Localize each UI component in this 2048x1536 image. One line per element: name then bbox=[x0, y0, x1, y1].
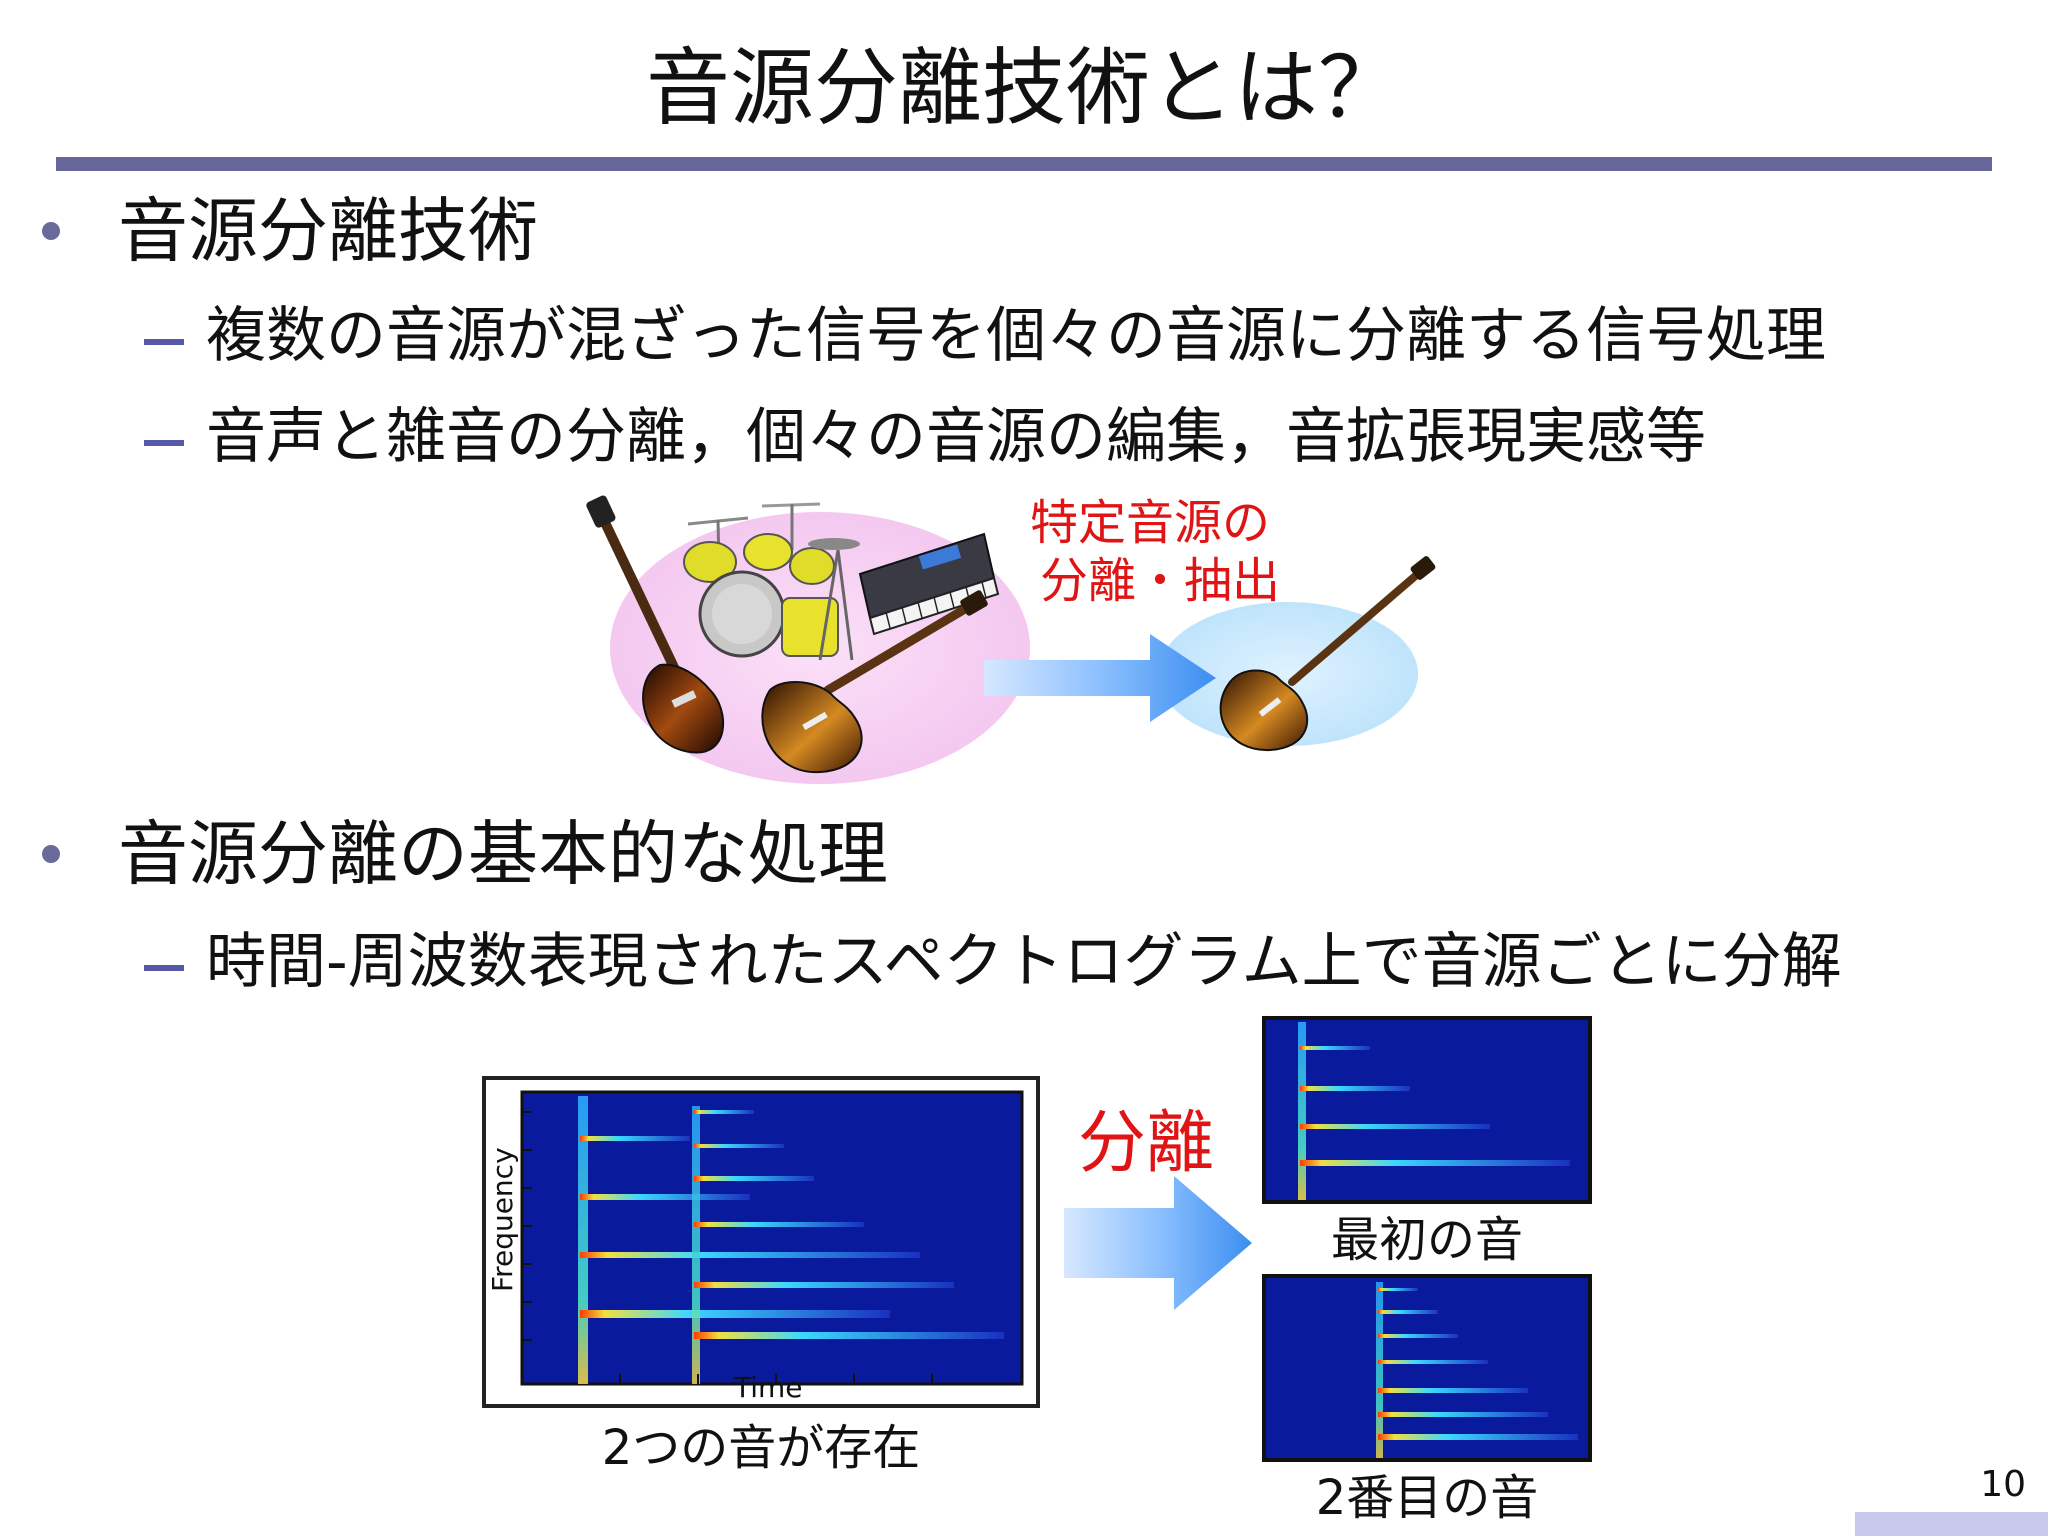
keyboard-synth-icon bbox=[858, 532, 1000, 636]
dash-marker bbox=[144, 339, 184, 345]
second-source-caption: 2番目の音 bbox=[1315, 1470, 1539, 1526]
section-2-heading: 音源分離の基本的な処理 bbox=[118, 813, 888, 895]
first-source-caption: 最初の音 bbox=[1330, 1212, 1523, 1268]
extraction-label-line1: 特定音源の bbox=[1030, 495, 1271, 551]
section-1-item-2: 音声と雑音の分離，個々の音源の編集，音拡張現実感等 bbox=[206, 402, 1706, 472]
section-1-item-1: 複数の音源が混ざった信号を個々の音源に分離する信号処理 bbox=[206, 301, 1826, 371]
electric-guitar-icon bbox=[761, 590, 988, 774]
separate-label: 分離 bbox=[1078, 1104, 1215, 1183]
first-source-spectrogram bbox=[1262, 1016, 1592, 1204]
corner-accent-bar bbox=[1855, 1512, 2048, 1536]
title-underline bbox=[56, 157, 1992, 171]
second-source-spectrogram bbox=[1262, 1274, 1592, 1462]
extracted-guitar-icon bbox=[1219, 556, 1436, 752]
dash-marker bbox=[144, 965, 184, 971]
dash-marker bbox=[144, 440, 184, 446]
axis-frequency-label: Frequency bbox=[486, 1147, 519, 1292]
mixture-spectrogram bbox=[482, 1076, 1040, 1408]
slide-title: 音源分離技術とは？ bbox=[645, 39, 1402, 137]
bullet-dot bbox=[42, 845, 60, 863]
axis-time-label: Time bbox=[734, 1371, 803, 1404]
drum-kit-icon bbox=[683, 502, 860, 661]
bass-guitar-icon bbox=[586, 495, 724, 754]
instrument-separation-figure bbox=[586, 495, 1436, 784]
extract-arrow bbox=[984, 634, 1216, 722]
section-2-item-1: 時間-周波数表現されたスペクトログラム上で音源ごとに分解 bbox=[206, 927, 1842, 997]
mixture-caption: 2つの音が存在 bbox=[601, 1420, 921, 1476]
extraction-label-line2: 分離・抽出 bbox=[1040, 553, 1281, 609]
section-1-heading: 音源分離技術 bbox=[118, 190, 538, 272]
separate-arrow bbox=[1064, 1176, 1252, 1310]
page-number: 10 bbox=[1980, 1464, 2026, 1505]
bullet-dot bbox=[42, 222, 60, 240]
